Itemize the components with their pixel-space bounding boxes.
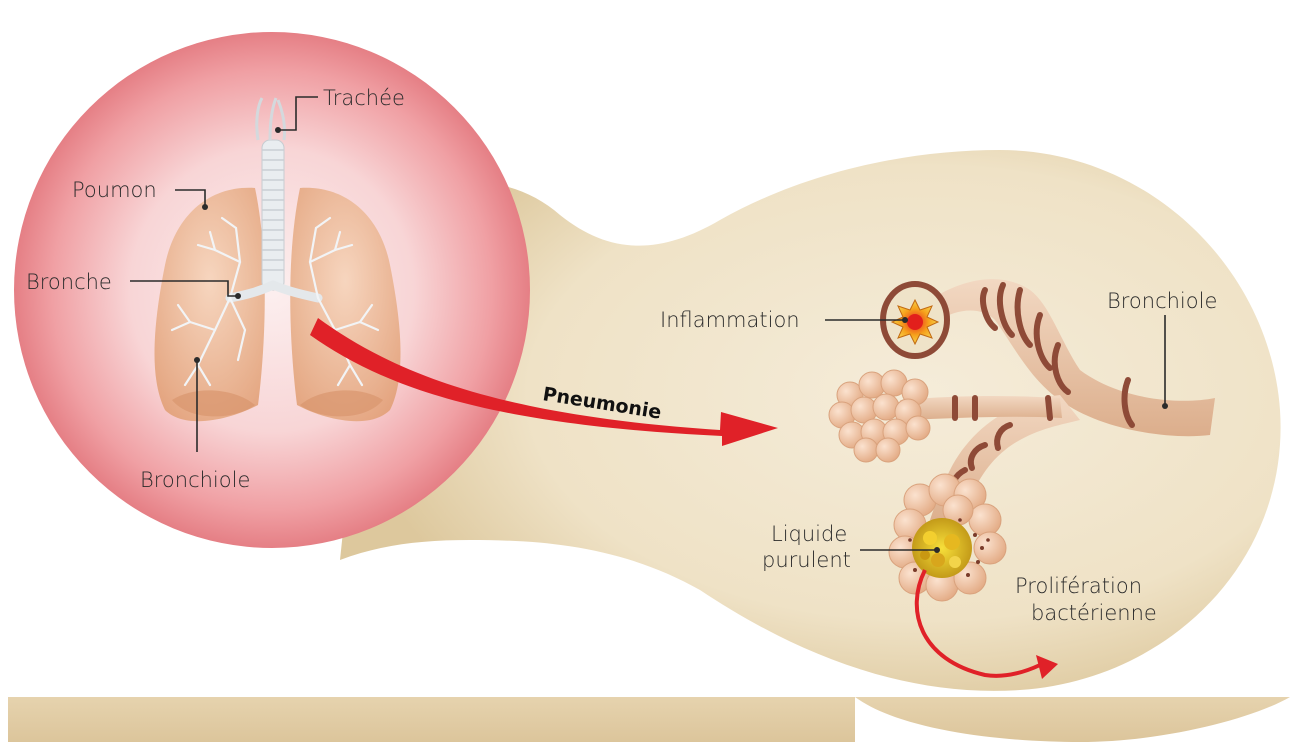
floor-band: [8, 697, 1290, 742]
label-inflammation: Inflammation: [660, 308, 800, 332]
label-trachee: Trachée: [323, 86, 405, 110]
label-liquide-line1: Liquide: [771, 522, 847, 546]
label-proliferation-line2: bactérienne: [1031, 601, 1157, 625]
label-poumon: Poumon: [72, 178, 157, 202]
label-proliferation-line1: Prolifération: [1015, 574, 1142, 598]
label-bronchiole-right: Bronchiole: [1107, 289, 1217, 313]
label-bronchiole-left: Bronchiole: [140, 468, 250, 492]
label-bronche: Bronche: [26, 270, 112, 294]
inflammation-icon: [892, 300, 938, 344]
label-liquide-line2: purulent: [762, 548, 851, 572]
